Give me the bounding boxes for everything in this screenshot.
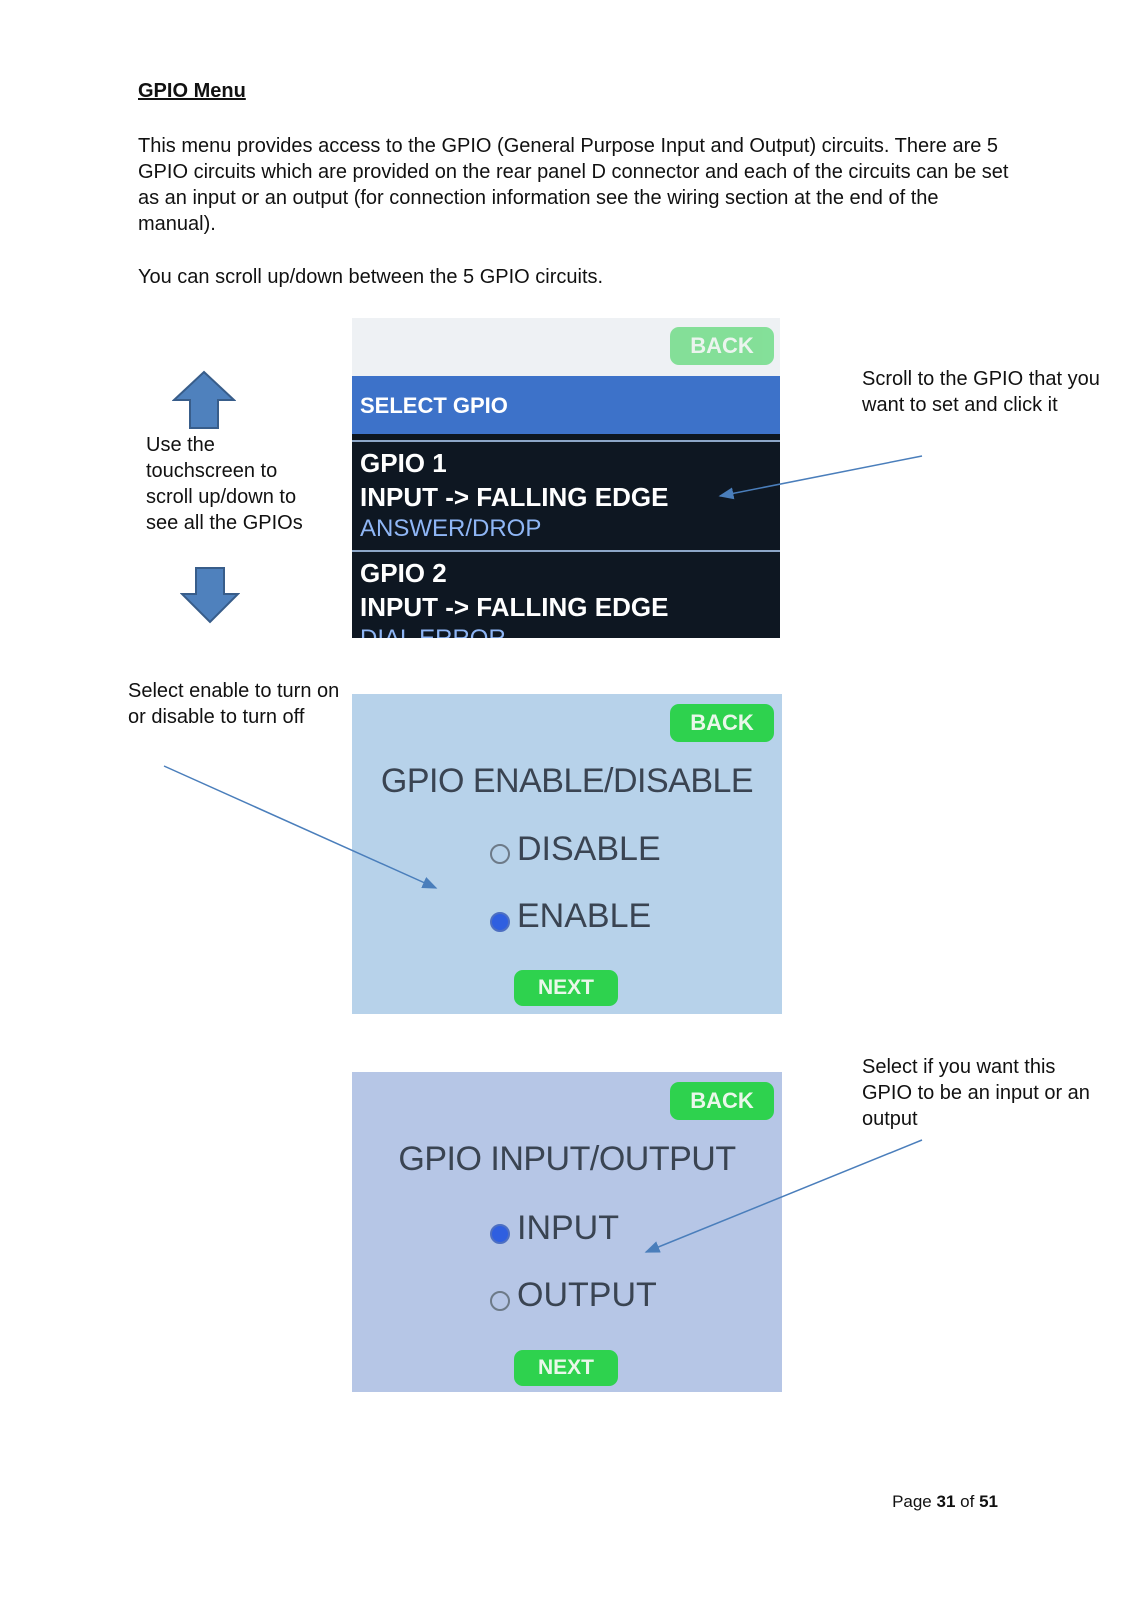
- option-disable[interactable]: DISABLE: [517, 830, 661, 868]
- option-enable[interactable]: ENABLE: [517, 897, 652, 935]
- page-total: 51: [979, 1492, 998, 1511]
- section-heading: GPIO Menu: [138, 80, 246, 102]
- callout-arrow: [718, 455, 923, 500]
- page-number: 31: [936, 1492, 956, 1511]
- scroll-to-note: Scroll to the GPIO that you want to set …: [862, 368, 1100, 416]
- io-note: Select if you want this GPIO to be an in…: [862, 1056, 1090, 1130]
- enable-note: Select enable to turn on or disable to t…: [128, 680, 340, 728]
- radio-input[interactable]: [490, 1224, 510, 1244]
- radio-disable[interactable]: [490, 844, 510, 864]
- radio-output[interactable]: [490, 1291, 510, 1311]
- screen-title: GPIO ENABLE/DISABLE: [380, 762, 754, 800]
- gpio-function: ANSWER/DROP: [360, 515, 542, 542]
- screen-title: GPIO INPUT/OUTPUT: [398, 1140, 736, 1178]
- of-word: of: [960, 1492, 975, 1511]
- arrow-down-icon: [180, 567, 240, 624]
- input-output-screen: BACK GPIO INPUT/OUTPUT INPUT OUTPUT NEXT: [352, 1072, 782, 1392]
- gpio-function: DIAL ERROR: [360, 625, 506, 638]
- back-button[interactable]: BACK: [670, 704, 774, 742]
- enable-disable-screen: BACK GPIO ENABLE/DISABLE DISABLE ENABLE …: [352, 694, 782, 1014]
- scroll-note: You can scroll up/down between the 5 GPI…: [138, 266, 604, 288]
- callout-arrow: [163, 765, 438, 889]
- callout-arrow: [644, 1139, 923, 1253]
- gpio-mode: INPUT -> FALLING EDGE: [360, 592, 669, 622]
- gpio-name: GPIO 2: [360, 558, 447, 588]
- gpio-name: GPIO 1: [360, 448, 447, 478]
- gpio-list-item[interactable]: GPIO 1 INPUT -> FALLING EDGE ANSWER/DROP: [352, 440, 780, 550]
- page-footer: Page 31 of 51: [892, 1492, 998, 1512]
- option-output[interactable]: OUTPUT: [517, 1276, 657, 1314]
- radio-enable[interactable]: [490, 912, 510, 932]
- screen-title-bar: [352, 376, 780, 434]
- next-button[interactable]: NEXT: [514, 970, 618, 1006]
- intro-paragraph: This menu provides access to the GPIO (G…: [138, 135, 1009, 235]
- page-word: Page: [892, 1492, 932, 1511]
- select-gpio-screen: BACK SELECT GPIO GPIO 1 INPUT -> FALLING…: [352, 318, 780, 638]
- gpio-mode: INPUT -> FALLING EDGE: [360, 482, 669, 512]
- back-button[interactable]: BACK: [670, 327, 774, 365]
- arrow-up-icon: [172, 370, 236, 429]
- option-input[interactable]: INPUT: [517, 1209, 619, 1247]
- next-button[interactable]: NEXT: [514, 1350, 618, 1386]
- gpio-list-item[interactable]: GPIO 2 INPUT -> FALLING EDGE DIAL ERROR: [352, 550, 780, 638]
- touchscreen-note: Use the touchscreen to scroll up/down to…: [146, 434, 303, 534]
- screen-title: SELECT GPIO: [360, 393, 508, 418]
- back-button[interactable]: BACK: [670, 1082, 774, 1120]
